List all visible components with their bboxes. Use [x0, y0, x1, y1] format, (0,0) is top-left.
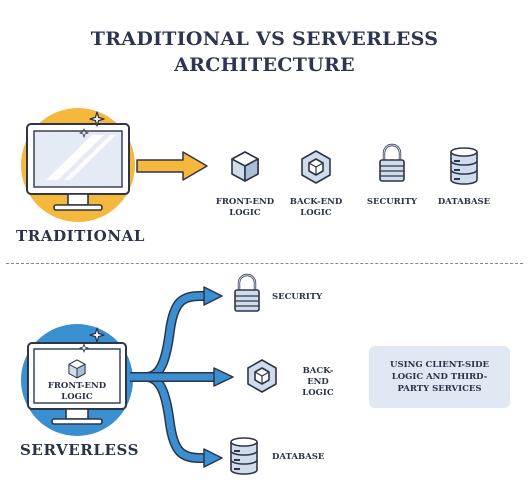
traditional-item-label: DATABASE: [437, 197, 491, 207]
item-label-line2: LOGIC: [300, 208, 332, 218]
serverless-item-label: SECURITY: [272, 292, 323, 302]
hollow-cube-icon: [301, 150, 331, 184]
serverless-monitor-icon: [21, 324, 133, 436]
serverless-note-text: USING CLIENT-SIDE LOGIC AND THIRD-PARTY …: [390, 360, 489, 394]
padlock-icon: [233, 273, 261, 313]
item-label-line2: LOGIC: [229, 208, 261, 218]
traditional-label: TRADITIONAL: [16, 227, 146, 245]
hollow-cube-icon: [247, 359, 277, 393]
diagram-title-line2: ARCHITECTURE: [174, 54, 355, 76]
serverless-item-label: BACK-END LOGIC: [293, 366, 343, 399]
serverless-item-label: DATABASE: [272, 452, 325, 462]
serverless-note-box: USING CLIENT-SIDE LOGIC AND THIRD-PARTY …: [369, 346, 510, 408]
serverless-label: SERVERLESS: [20, 441, 140, 459]
item-label-line1: FRONT-END: [215, 197, 275, 207]
padlock-icon: [378, 143, 406, 183]
item-label-line1: BACK-END: [289, 197, 343, 207]
traditional-item-label: SECURITY: [366, 197, 418, 207]
traditional-monitor-icon: [21, 108, 135, 222]
diagram-title-line1: TRADITIONAL VS SERVERLESS: [90, 28, 439, 50]
item-label-line2: LOGIC: [302, 388, 334, 398]
cube-icon: [231, 151, 259, 182]
database-icon: [450, 147, 478, 185]
traditional-item-label: FRONT-END LOGIC: [213, 197, 277, 219]
traditional-item-label: BACK-END LOGIC: [284, 197, 348, 219]
section-divider: [6, 263, 523, 264]
serverless-branch-arrow: [130, 286, 234, 468]
traditional-arrow: [136, 151, 208, 181]
screen-cube-icon: [68, 359, 86, 379]
screen-label: FRONT-END LOGIC: [36, 381, 118, 403]
item-label-line1: BACK-END: [302, 366, 334, 387]
database-icon: [230, 437, 258, 475]
screen-label-line1: FRONT-END: [47, 381, 107, 391]
screen-label-line2: LOGIC: [61, 392, 93, 402]
